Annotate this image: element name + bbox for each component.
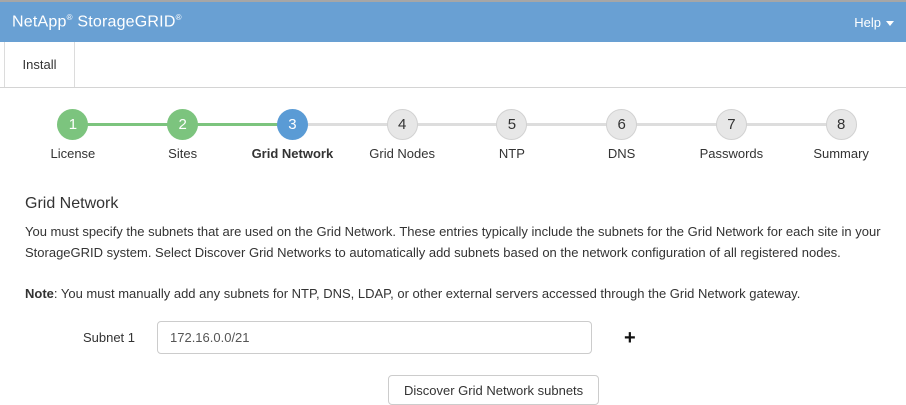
step-circle: 5 [496,109,528,140]
tab-install[interactable]: Install [4,42,75,87]
add-subnet-button[interactable]: + [624,326,636,349]
install-step-progress: 1 License 2 Sites 3 Grid Network 4 Grid … [0,88,906,161]
step-circle: 1 [57,109,89,140]
subnet-row: Subnet 1 + [25,321,881,355]
step-label: NTP [498,146,525,161]
discover-grid-network-subnets-button[interactable]: Discover Grid Network subnets [388,375,600,405]
note-text: Note: You must manually add any subnets … [25,284,881,304]
subnet-input[interactable] [157,321,592,355]
help-menu[interactable]: Help [854,15,894,30]
registered-mark: ® [175,12,182,22]
main-content: Grid Network You must specify the subnet… [0,195,906,405]
step-summary: 8 Summary [731,109,896,161]
subnet-label: Subnet 1 [82,330,135,346]
step-passwords: 7 Passwords [621,109,787,161]
step-label: DNS [607,146,636,161]
step-label: Summary [813,146,869,161]
step-circle: 6 [606,109,638,140]
button-row: Discover Grid Network subnets [25,375,881,405]
brand-title: NetApp® StorageGRID® [12,13,182,31]
app-header: NetApp® StorageGRID® Help [0,2,906,42]
step-grid-nodes: 4 Grid Nodes [292,109,457,161]
step-label: Passwords [699,146,764,161]
note-body: : You must manually add any subnets for … [53,285,801,301]
page-description: You must specify the subnets that are us… [25,224,881,260]
page-title: Grid Network [25,195,119,212]
caret-down-icon [886,20,894,26]
step-label: License [50,146,96,161]
help-label: Help [854,14,881,30]
step-circle: 2 [167,109,199,140]
step-label: Grid Network [251,146,334,161]
brand-netapp: NetApp [12,13,67,31]
step-license: 1 License [18,109,128,161]
step-circle: 4 [386,109,418,140]
note-label: Note [25,285,54,301]
step-circle: 3 [276,109,308,140]
tab-bar: Install [0,42,906,88]
step-label: Sites [168,146,198,161]
step-dns: 6 DNS [511,109,677,161]
step-ntp: 5 NTP [402,109,567,161]
step-label: Grid Nodes [369,146,435,161]
step-grid-network: 3 Grid Network [182,109,348,161]
step-circle: 8 [825,109,857,140]
registered-mark: ® [66,12,73,22]
brand-storagegrid: StorageGRID [77,13,176,31]
step-sites: 2 Sites [72,109,238,161]
step-circle: 7 [715,109,747,140]
